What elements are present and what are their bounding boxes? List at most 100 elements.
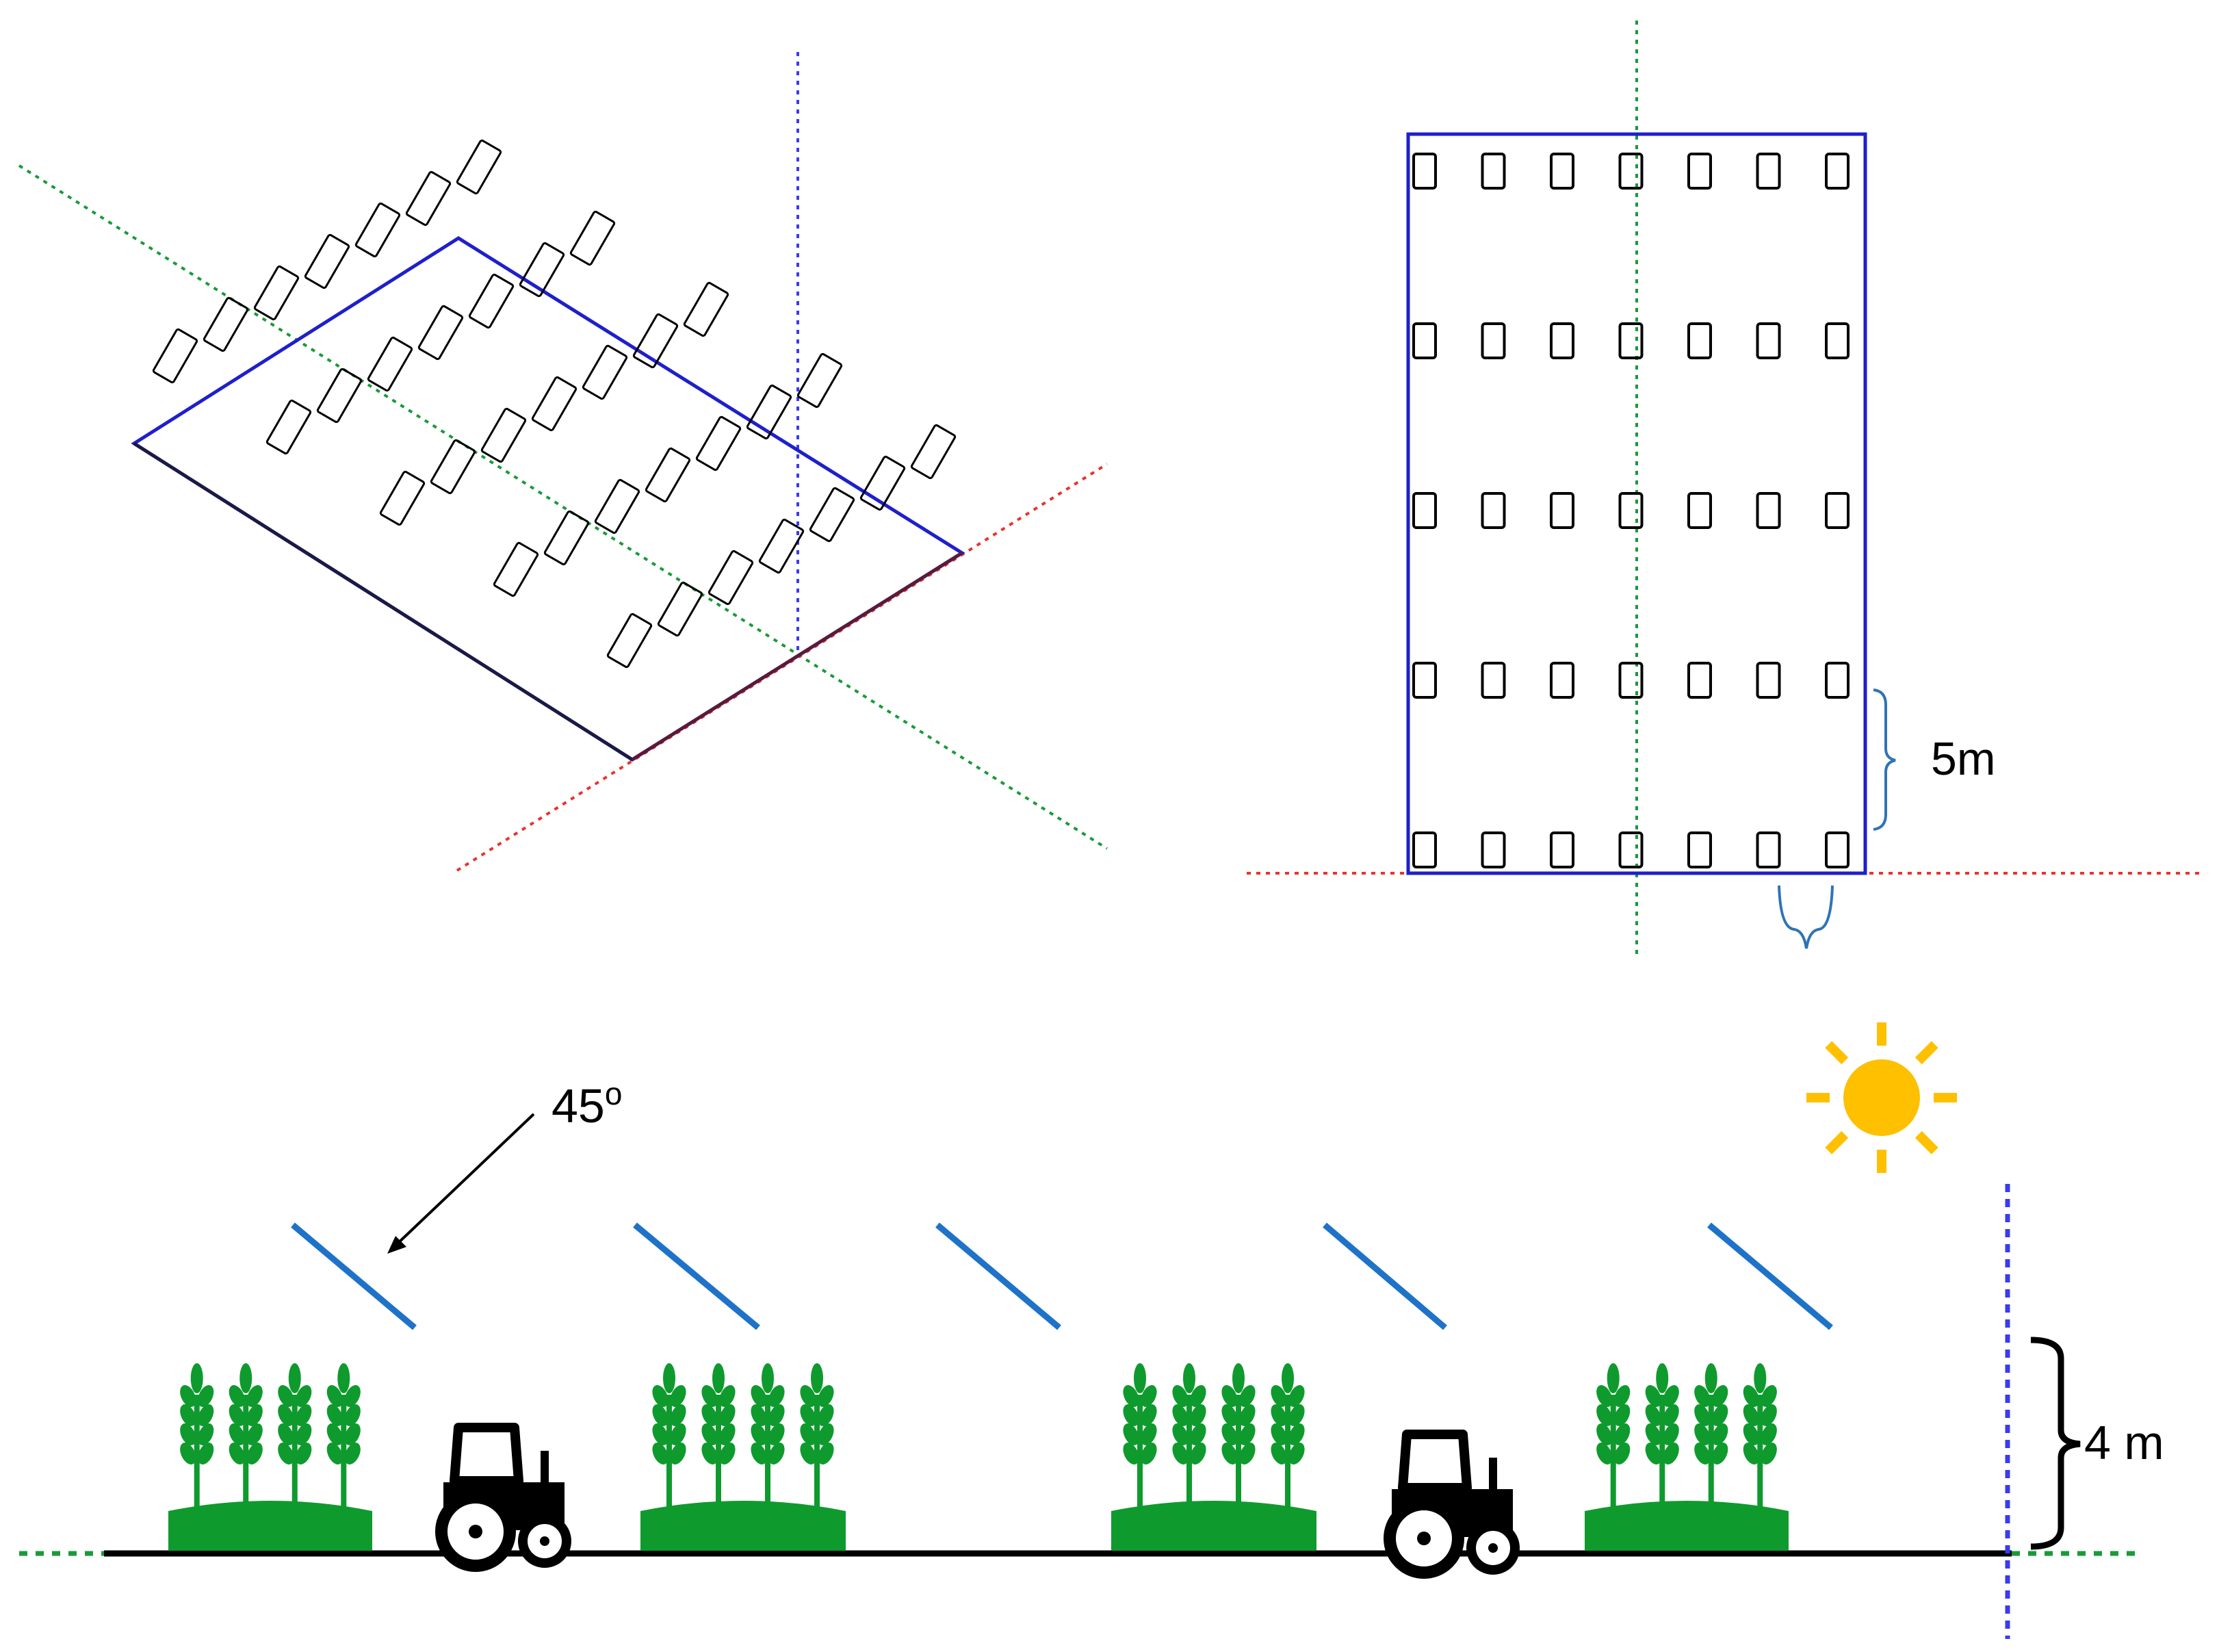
top-panel — [1825, 662, 1850, 699]
tractor-cab — [1398, 1430, 1472, 1493]
row-spacing-brace — [1873, 688, 1896, 831]
iso-panel — [569, 210, 616, 266]
grain-top — [239, 1363, 252, 1393]
tilt-angle-label: 45o — [551, 1076, 622, 1133]
tilted-panel — [935, 1222, 1061, 1330]
angle-pointer-arrow-line — [394, 1113, 535, 1247]
grain-left — [1645, 1385, 1661, 1407]
sun-ray — [1825, 1041, 1849, 1065]
iso-panel — [265, 399, 312, 455]
height-label: 4 m — [2084, 1416, 2164, 1469]
top-panel — [1481, 662, 1506, 699]
tilted-panel — [633, 1222, 760, 1330]
grain-right — [296, 1443, 312, 1464]
iso-panel — [531, 376, 578, 432]
wheat-stalk — [1694, 1363, 1728, 1511]
grain-right — [768, 1423, 785, 1445]
grain-right — [1190, 1404, 1206, 1426]
grain-left — [1645, 1404, 1661, 1426]
tractor-exhaust — [1489, 1458, 1497, 1492]
tractor-cab — [450, 1423, 523, 1486]
top-view: 5m — [1247, 21, 2205, 955]
crop-mound — [1111, 1501, 1316, 1551]
top-panel — [1412, 322, 1437, 359]
stalk-stem — [1708, 1395, 1714, 1511]
grain-left — [1743, 1423, 1759, 1445]
top-panel — [1412, 153, 1437, 190]
grain-left — [326, 1443, 343, 1464]
crop-mound — [640, 1501, 846, 1551]
iso-panel — [632, 313, 679, 369]
grain-right — [768, 1404, 785, 1426]
grain-top — [190, 1363, 203, 1393]
row-spacing-label: 5m — [1931, 733, 1995, 785]
grain-left — [229, 1443, 245, 1464]
tractor-front-hub — [1488, 1543, 1498, 1553]
stalk-stem — [814, 1395, 820, 1511]
top-panel — [1618, 662, 1644, 699]
grain-left — [800, 1385, 816, 1407]
grain-left — [800, 1404, 816, 1426]
grain-right — [719, 1404, 736, 1426]
iso-panel — [367, 336, 413, 392]
top-panel — [1756, 662, 1781, 699]
grain-left — [1743, 1404, 1759, 1426]
wheat-stalk — [1271, 1363, 1305, 1511]
grain-top — [1704, 1363, 1717, 1393]
field-edge-front — [133, 441, 634, 762]
top-panel — [1825, 831, 1850, 868]
wheat-stalk — [652, 1363, 686, 1511]
sun-ray — [1915, 1041, 1938, 1065]
grain-left — [1694, 1385, 1711, 1407]
grain-left — [326, 1385, 343, 1407]
top-panel — [1481, 153, 1506, 190]
tilted-panel — [1707, 1222, 1833, 1330]
grain-top — [1134, 1363, 1146, 1393]
grain-right — [1712, 1404, 1728, 1426]
wheat-stalk — [800, 1363, 834, 1511]
grain-left — [751, 1385, 767, 1407]
wheat-stalk — [326, 1363, 361, 1511]
grain-right — [246, 1443, 263, 1464]
grain-right — [670, 1385, 686, 1407]
stalk-stem — [243, 1395, 249, 1511]
grain-top — [337, 1363, 350, 1393]
grain-left — [1123, 1443, 1139, 1464]
grain-left — [180, 1423, 196, 1445]
grain-left — [1172, 1443, 1189, 1464]
grain-right — [719, 1443, 736, 1464]
sun-icon — [1806, 1022, 1957, 1173]
top-panel — [1825, 322, 1850, 359]
stalk-stem — [1757, 1395, 1763, 1511]
grain-right — [1614, 1423, 1631, 1445]
wheat-stalk — [1172, 1363, 1206, 1511]
wheat-stalk — [1221, 1363, 1256, 1511]
grain-right — [768, 1385, 785, 1407]
iso-panel — [543, 510, 590, 566]
wheat-crop-icon — [1585, 1363, 1789, 1551]
angle-pointer-arrowhead — [387, 1236, 406, 1254]
stalk-stem — [716, 1395, 721, 1511]
grain-right — [198, 1385, 214, 1407]
grain-right — [818, 1385, 834, 1407]
iso-panel — [758, 518, 805, 574]
grain-top — [1282, 1363, 1294, 1393]
top-panel — [1412, 662, 1437, 699]
top-panel-grid — [1412, 153, 1850, 868]
wheat-stalk — [1645, 1363, 1679, 1511]
grain-right — [344, 1385, 361, 1407]
top-panel — [1550, 662, 1574, 699]
grain-left — [1645, 1443, 1661, 1464]
field-edge-front-right — [631, 551, 963, 762]
iso-panel — [480, 407, 527, 463]
iso-panel — [468, 273, 515, 329]
grain-left — [1596, 1404, 1613, 1426]
tractor-icon — [1384, 1430, 1520, 1579]
grain-right — [1190, 1423, 1206, 1445]
grain-right — [1761, 1404, 1777, 1426]
grain-left — [652, 1404, 669, 1426]
iso-panel — [253, 265, 300, 321]
grain-left — [1271, 1385, 1287, 1407]
